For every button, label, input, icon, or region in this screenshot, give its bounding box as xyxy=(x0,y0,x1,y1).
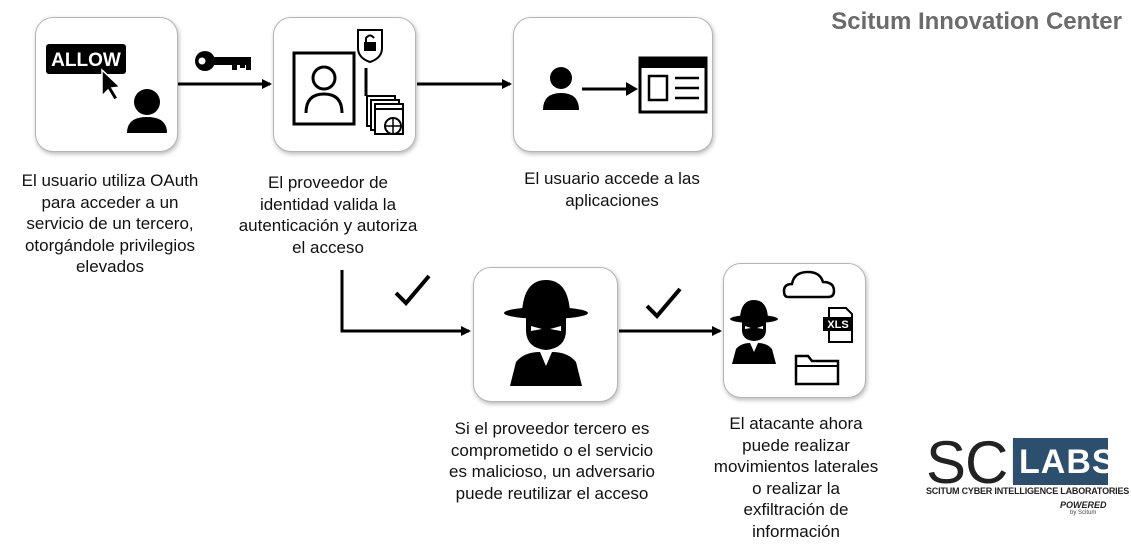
logo-sci: SCI xyxy=(926,429,1024,496)
cloud-icon xyxy=(782,270,836,299)
step-caption-attacker: Si el proveedor tercero es comprometido … xyxy=(449,419,655,503)
logo-by: by Scitum xyxy=(1070,510,1097,516)
checkmark-icon xyxy=(394,274,431,306)
step-card-attacker xyxy=(473,267,618,402)
step-caption-identity-provider: El proveedor de identidad valida la aute… xyxy=(238,173,418,257)
allow-button-user-icon: ALLOW xyxy=(46,44,167,133)
step-card-identity-provider xyxy=(273,17,416,152)
user-to-application-icon xyxy=(543,56,708,114)
logo-labs-box xyxy=(1013,438,1108,485)
svg-text:ALLOW: ALLOW xyxy=(51,50,121,71)
logo-powered: POWERED xyxy=(1060,500,1107,510)
checkmark-icon xyxy=(645,287,682,319)
hacker-icon xyxy=(730,300,778,364)
step-card-apps xyxy=(513,17,713,152)
logo-labs: LABS xyxy=(1019,443,1116,481)
scilabs-logo: SCI LABS SCITUM CYBER INTELLIGENCE LABOR… xyxy=(926,429,1129,550)
svg-text:XLS: XLS xyxy=(827,319,848,331)
step-caption-oauth: El usuario utiliza OAuth para acceder a … xyxy=(21,171,199,276)
hacker-icon xyxy=(504,280,588,386)
folder-icon xyxy=(794,354,840,386)
key-icon xyxy=(195,51,251,71)
page-title: Scitum Innovation Center xyxy=(831,8,1122,35)
identity-provider-icon xyxy=(292,29,404,135)
attacker-data-icon: XLS xyxy=(730,270,853,386)
step-caption-apps: El usuario accede a las aplicaciones xyxy=(524,169,700,210)
step-card-exfiltration: XLS xyxy=(723,263,866,398)
step-caption-exfiltration: El atacante ahora puede realizar movimie… xyxy=(713,414,879,541)
application-windows-icon xyxy=(366,95,404,135)
lock-shield-icon xyxy=(357,29,383,64)
step-card-oauth: ALLOW xyxy=(35,17,178,152)
xls-file-icon: XLS xyxy=(823,307,853,343)
logo-tagline: SCITUM CYBER INTELLIGENCE LABORATORIES xyxy=(926,486,1130,496)
arrow-2-to-4 xyxy=(340,270,471,336)
